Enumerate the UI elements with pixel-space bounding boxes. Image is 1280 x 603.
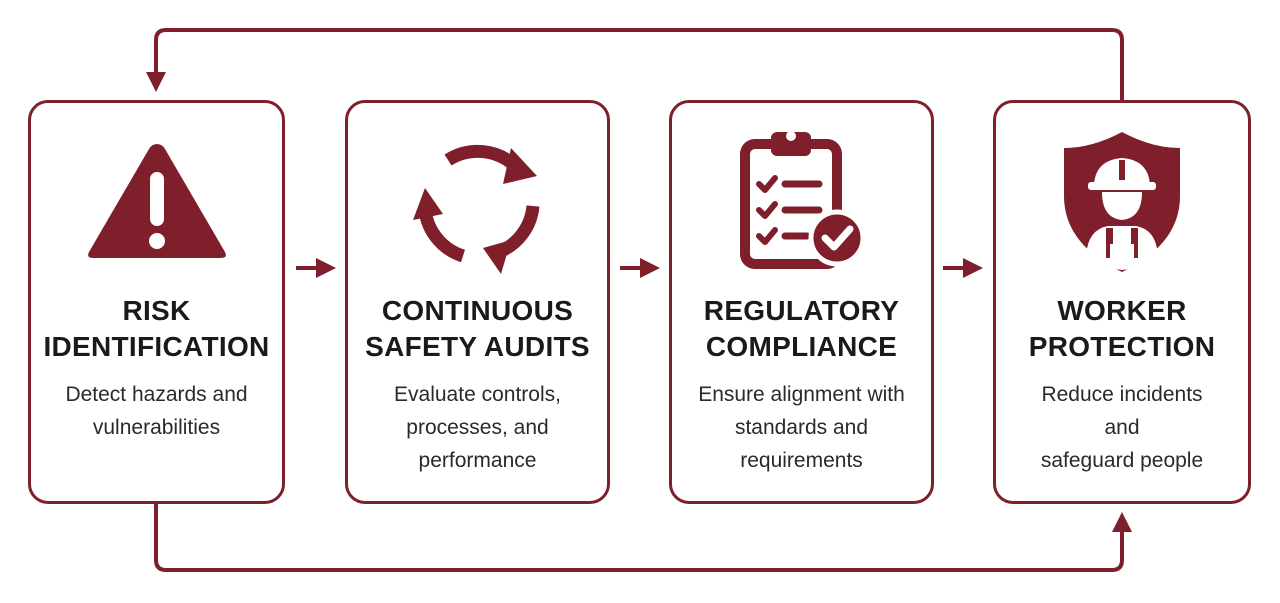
step-description: Ensure alignment with standards and requ…	[698, 383, 905, 472]
feedback-loop-bottom-arrow	[154, 504, 1132, 572]
feedback-loop-top-arrow	[146, 28, 1124, 100]
cycle-arrows-icon	[348, 123, 607, 278]
step-title: WORKER PROTECTION	[1028, 295, 1216, 362]
step-card-risk-identification: RISK IDENTIFICATION Detect hazards and v…	[28, 100, 285, 504]
step-card-continuous-safety-audits: CONTINUOUS SAFETY AUDITS Evaluate contro…	[345, 100, 610, 504]
step-card-regulatory-compliance: REGULATORY COMPLIANCE Ensure alignment w…	[669, 100, 934, 504]
step-description: Reduce incidents and safeguard people	[1040, 383, 1204, 472]
step-description: Detect hazards and vulnerabilities	[65, 383, 248, 439]
warning-triangle-icon	[31, 123, 282, 278]
step-title: REGULATORY COMPLIANCE	[703, 295, 900, 362]
shield-worker-icon	[996, 123, 1248, 278]
step-card-worker-protection: WORKER PROTECTION Reduce incidents and s…	[993, 100, 1251, 504]
step-description: Evaluate controls, processes, and perfor…	[394, 383, 561, 472]
step-title: CONTINUOUS SAFETY AUDITS	[365, 295, 590, 362]
clipboard-check-icon	[672, 123, 931, 278]
step-title: RISK IDENTIFICATION	[43, 295, 270, 362]
